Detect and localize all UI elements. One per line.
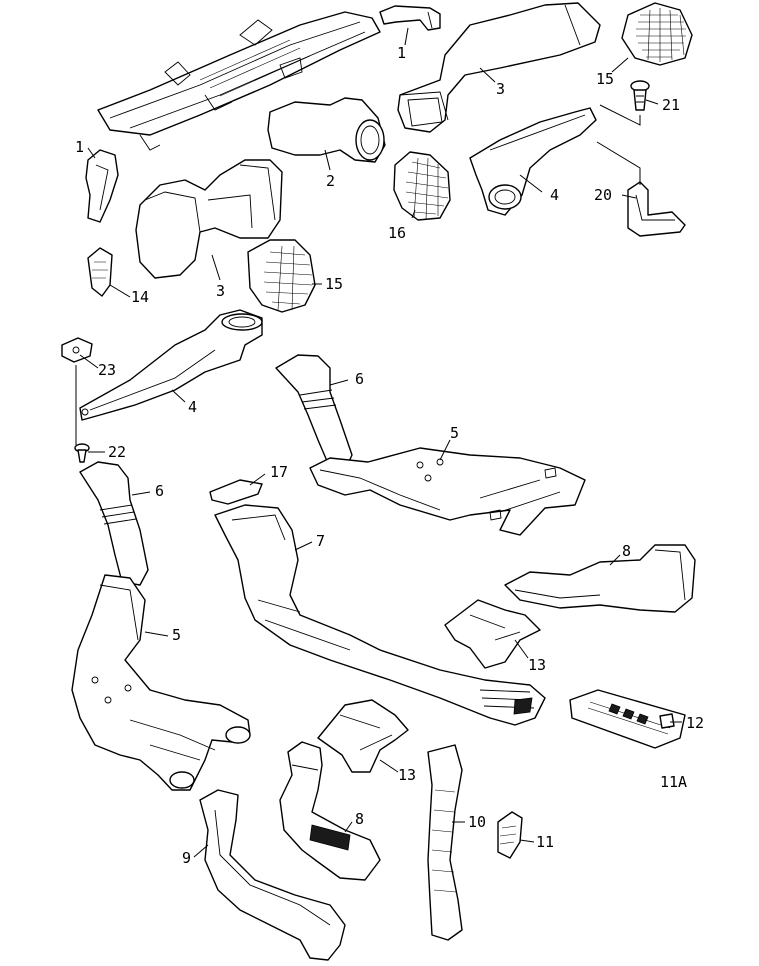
part-22-screw: [74, 443, 90, 463]
part-7-long-duct: [214, 504, 546, 726]
label-part-15-left: 15: [325, 275, 343, 293]
part-13-bracket-right: [444, 599, 541, 669]
label-part-12: 12: [686, 714, 704, 732]
label-part-2: 2: [326, 172, 335, 190]
label-part-8-right: 8: [622, 542, 631, 560]
part-5-floor-duct-upper: [309, 447, 586, 536]
label-part-6-upper: 6: [355, 370, 364, 388]
part-16-grille: [393, 151, 451, 221]
part-2-duct: [267, 97, 386, 163]
label-part-20: 20: [594, 186, 612, 204]
label-part-23: 23: [98, 361, 116, 379]
part-14-vent: [87, 247, 113, 297]
label-part-6-lower: 6: [155, 482, 164, 500]
part-5-floor-duct-lower: [71, 574, 251, 791]
label-part-8-lower: 8: [355, 810, 364, 828]
label-part-3-top: 3: [496, 80, 505, 98]
part-15-grille-top: [621, 2, 693, 66]
label-part-13-lower: 13: [398, 766, 416, 784]
label-part-5-lower: 5: [172, 626, 181, 644]
label-part-9: 9: [182, 849, 191, 867]
label-part-5-upper: 5: [450, 424, 459, 442]
dash-crossmember-duct: [97, 11, 381, 151]
part-4-duct-mid: [79, 309, 263, 421]
label-part-4-mid: 4: [188, 398, 197, 416]
label-part-11a: 11A: [660, 773, 687, 791]
part-10-long-duct: [427, 744, 463, 941]
part-17-pad: [209, 479, 263, 505]
part-labels: 1 1 2 3 3 4 4 5 5 6 6 7 8 8 9 10 11 11A …: [75, 44, 704, 867]
part-4-duct-top: [469, 107, 597, 216]
part-9-duct: [199, 789, 346, 961]
label-part-3-left: 3: [216, 282, 225, 300]
label-part-15-top: 15: [596, 70, 614, 88]
leader-lines: [75, 27, 682, 858]
label-part-7: 7: [316, 532, 325, 550]
part-6-duct-upper: [275, 354, 353, 471]
part-3-long-duct-top: [397, 2, 601, 133]
label-part-1-top: 1: [397, 44, 406, 62]
label-part-17: 17: [270, 463, 288, 481]
part-13-bracket-lower: [317, 699, 409, 773]
part-8-duct-lower: [279, 741, 381, 881]
label-part-21: 21: [662, 96, 680, 114]
label-part-11: 11: [536, 833, 554, 851]
part-11-vent-small: [497, 811, 523, 859]
label-part-10: 10: [468, 813, 486, 831]
part-11a-panel: [569, 689, 686, 749]
part-20-bracket: [627, 181, 686, 237]
part-6-duct-lower: [79, 461, 149, 586]
label-part-14: 14: [131, 288, 149, 306]
part-8-duct-right: [504, 544, 696, 613]
part-1-elbow-left: [85, 149, 119, 223]
label-part-13-right: 13: [528, 656, 546, 674]
label-part-1-left: 1: [75, 138, 84, 156]
part-1-small-elbow-top: [379, 5, 441, 31]
part-15-grille-left: [247, 239, 316, 313]
part-23-nut: [61, 337, 93, 363]
label-part-4-top: 4: [550, 186, 559, 204]
label-part-16: 16: [388, 224, 406, 242]
part-3-large-duct-left: [135, 159, 283, 279]
label-part-22: 22: [108, 443, 126, 461]
part-21-push-clip: [630, 80, 650, 111]
